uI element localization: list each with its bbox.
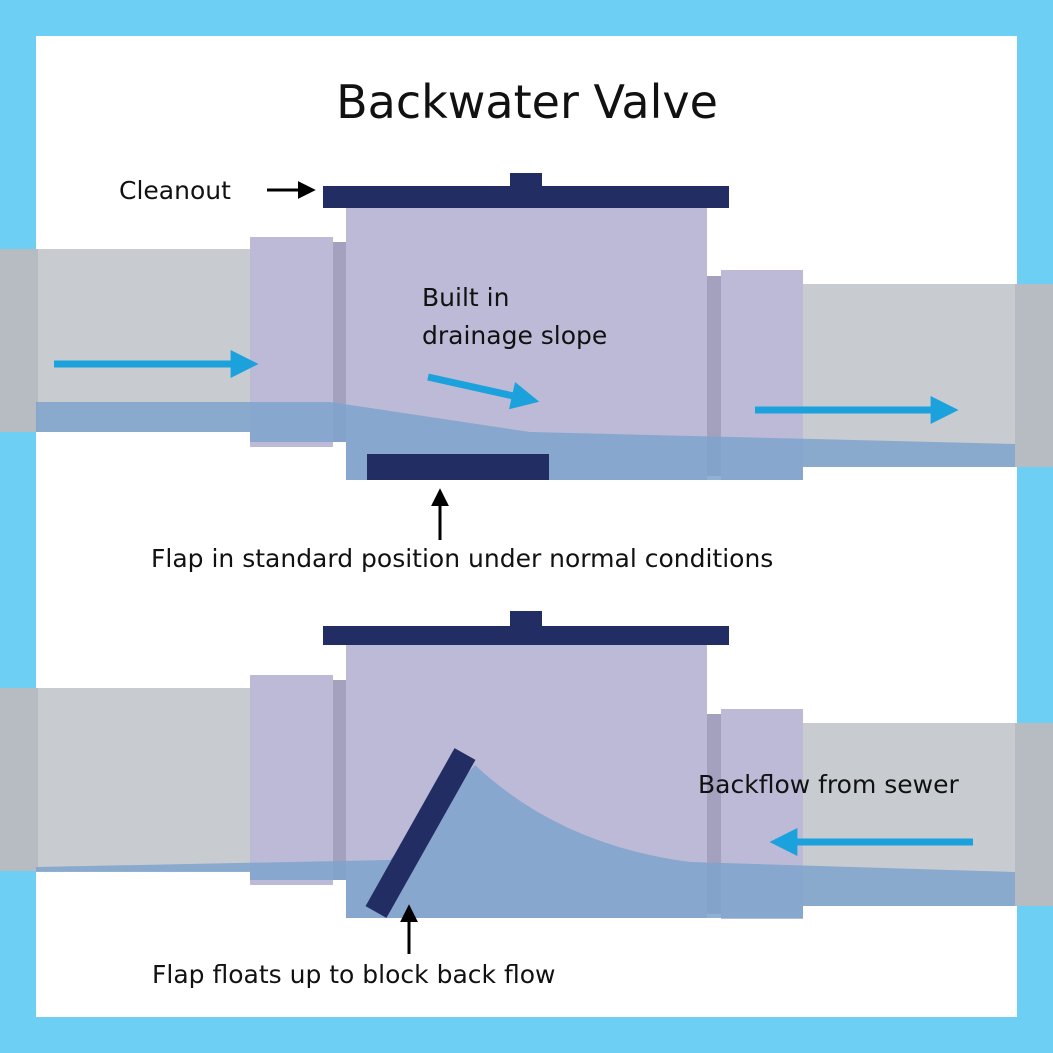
backflow-label: Backflow from sewer xyxy=(698,770,959,799)
cleanout-cap xyxy=(323,626,729,645)
cleanout-knob xyxy=(510,173,542,188)
inlet-pipe-end xyxy=(0,688,38,871)
valve-backflow: Backflow from sewer Flap floats up to bl… xyxy=(0,611,1053,989)
float-flap-label: Flap floats up to block back flow xyxy=(152,960,555,989)
water-flow xyxy=(36,402,1015,480)
inlet-pipe xyxy=(0,688,250,871)
outlet-pipe-end xyxy=(1015,284,1053,467)
outlet-pipe xyxy=(802,284,1053,467)
normal-flap-label: Flap in standard position under normal c… xyxy=(151,544,773,573)
outlet-pipe-end xyxy=(1015,723,1053,906)
right-arrow-icon xyxy=(427,373,540,410)
flap-closed-flat xyxy=(367,454,549,480)
inlet-pipe-end xyxy=(0,249,38,432)
cleanout-cap xyxy=(323,186,729,208)
diagram-title: Backwater Valve xyxy=(336,75,718,129)
slope-label-line1: Built in xyxy=(422,283,509,312)
cleanout-knob xyxy=(510,611,542,627)
inlet-coupling xyxy=(250,675,333,885)
flap-raised xyxy=(365,748,476,918)
cleanout-label: Cleanout xyxy=(119,176,231,205)
slope-label-line2: drainage slope xyxy=(422,321,607,350)
valve-normal: Cleanout Built in drainage slope Flap in… xyxy=(0,173,1053,573)
outlet-joint xyxy=(707,276,721,476)
inlet-joint xyxy=(332,242,346,442)
backflow-water xyxy=(36,765,1015,918)
inlet-pipe xyxy=(0,249,250,432)
inlet-joint xyxy=(332,680,346,880)
